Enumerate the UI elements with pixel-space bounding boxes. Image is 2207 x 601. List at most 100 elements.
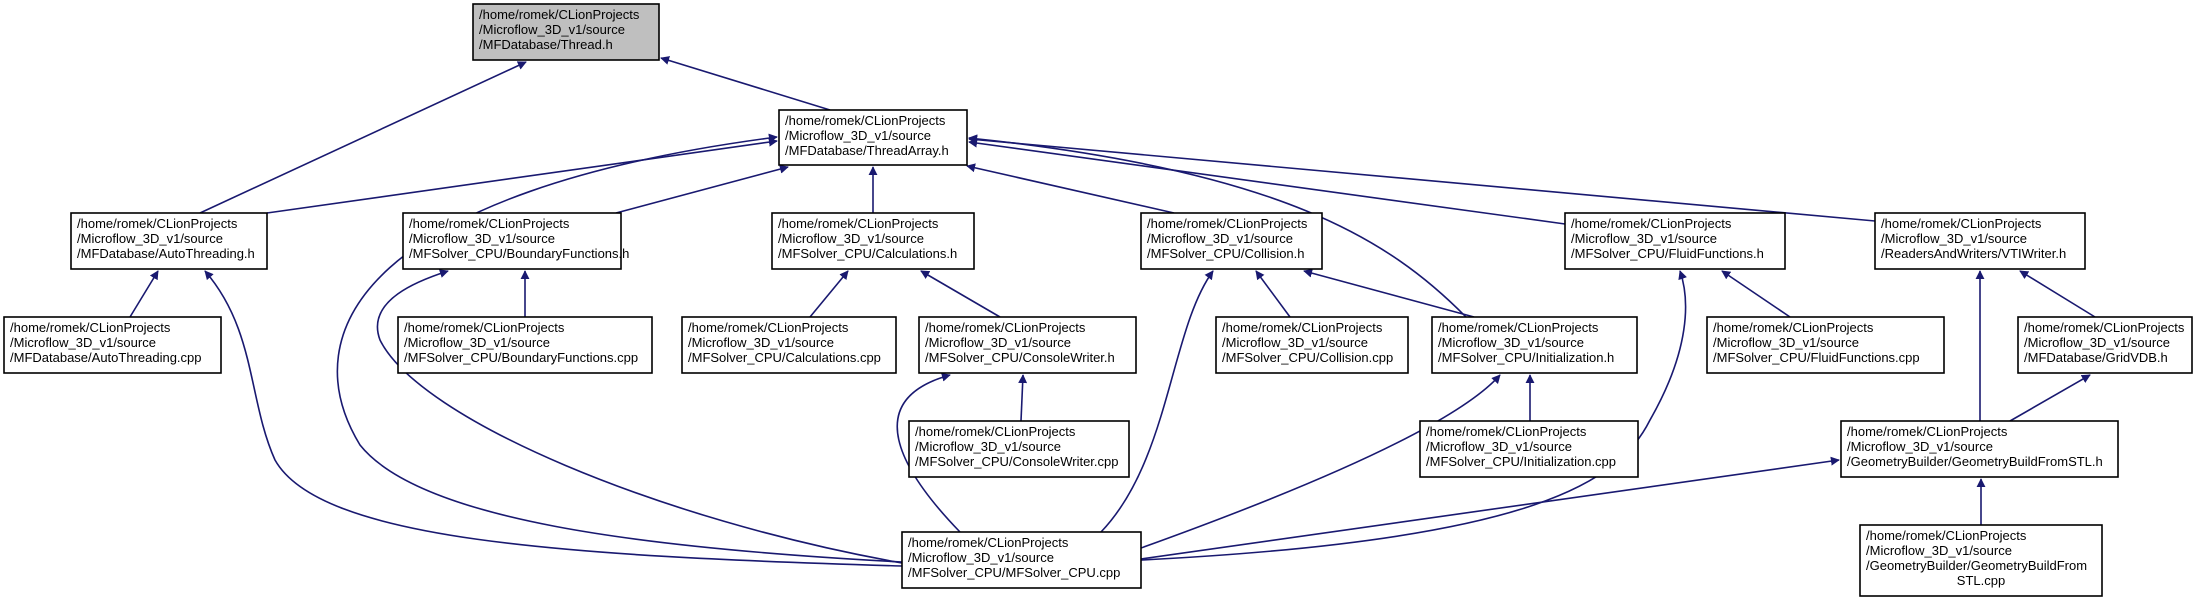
node-label-line: /Microflow_3D_v1/source xyxy=(1426,439,1572,454)
node-label-line: /home/romek/CLionProjects xyxy=(1147,216,1308,231)
node-label-line: /Microflow_3D_v1/source xyxy=(1438,335,1584,350)
node-label-line: /home/romek/CLionProjects xyxy=(404,320,565,335)
node-gridvdb_h[interactable]: /home/romek/CLionProjects/Microflow_3D_v… xyxy=(2017,316,2193,374)
edges-layer xyxy=(129,56,2096,567)
node-vtiwriter_h[interactable]: /home/romek/CLionProjects/Microflow_3D_v… xyxy=(1874,212,2086,270)
node-label-line: /GeometryBuilder/GeometryBuildFrom xyxy=(1866,558,2087,573)
node-thread_h[interactable]: /home/romek/CLionProjects/Microflow_3D_v… xyxy=(472,3,660,61)
node-label-line: /home/romek/CLionProjects xyxy=(10,320,171,335)
node-label-line: /home/romek/CLionProjects xyxy=(479,7,640,22)
node-box xyxy=(778,109,968,166)
node-label-line: /home/romek/CLionProjects xyxy=(925,320,1086,335)
edge-fluidfunctions_h-to-threadarray_h xyxy=(968,138,1566,225)
edge-initialization_h-to-threadarray_h xyxy=(968,134,1467,318)
node-initialization_h[interactable]: /home/romek/CLionProjects/Microflow_3D_v… xyxy=(1431,316,1638,374)
node-box xyxy=(1706,316,1945,374)
node-box xyxy=(472,3,660,61)
node-label-line: /Microflow_3D_v1/source xyxy=(1847,439,1993,454)
node-calculations_h[interactable]: /home/romek/CLionProjects/Microflow_3D_v… xyxy=(771,212,975,270)
node-label-line: /MFSolver_CPU/Initialization.h xyxy=(1438,350,1614,365)
node-label-line: /Microflow_3D_v1/source xyxy=(10,335,156,350)
node-label-line: /Microflow_3D_v1/source xyxy=(1571,231,1717,246)
edge-initialization_h-to-collision_h xyxy=(1303,268,1475,318)
node-label-line: /home/romek/CLionProjects xyxy=(1881,216,2042,231)
node-box xyxy=(70,212,268,270)
node-label-line: /Microflow_3D_v1/source xyxy=(908,550,1054,565)
node-autothreading_cpp[interactable]: /home/romek/CLionProjects/Microflow_3D_v… xyxy=(3,316,222,374)
node-box xyxy=(1140,212,1323,270)
node-autothreading_h[interactable]: /home/romek/CLionProjects/Microflow_3D_v… xyxy=(70,212,268,270)
node-label-line: /home/romek/CLionProjects xyxy=(915,424,1076,439)
node-label-line: /Microflow_3D_v1/source xyxy=(688,335,834,350)
node-label-line: /Microflow_3D_v1/source xyxy=(1866,543,2012,558)
node-mfsolver_cpu_cpp[interactable]: /home/romek/CLionProjects/Microflow_3D_v… xyxy=(901,531,1142,589)
node-label-line: /Microflow_3D_v1/source xyxy=(1713,335,1859,350)
node-calculations_cpp[interactable]: /home/romek/CLionProjects/Microflow_3D_v… xyxy=(681,316,897,374)
node-box xyxy=(397,316,653,374)
node-label-line: /Microflow_3D_v1/source xyxy=(1222,335,1368,350)
node-box xyxy=(1431,316,1638,374)
node-label-line: /MFSolver_CPU/Collision.cpp xyxy=(1222,350,1393,365)
node-label-line: /home/romek/CLionProjects xyxy=(778,216,939,231)
node-label-line: /MFSolver_CPU/MFSolver_CPU.cpp xyxy=(908,565,1120,580)
node-label-line: /MFSolver_CPU/BoundaryFunctions.h xyxy=(409,246,629,261)
node-label-line: /MFDatabase/AutoThreading.h xyxy=(77,246,255,261)
node-label-line: /home/romek/CLionProjects xyxy=(1847,424,2008,439)
node-label-line: /home/romek/CLionProjects xyxy=(1438,320,1599,335)
node-box xyxy=(1874,212,2086,270)
edge-calculations_cpp-to-calculations_h xyxy=(809,270,849,318)
node-label-line: /Microflow_3D_v1/source xyxy=(404,335,550,350)
edge-consolewriter_cpp-to-consolewriter_h xyxy=(1018,374,1028,422)
node-label-line: /MFSolver_CPU/FluidFunctions.h xyxy=(1571,246,1764,261)
node-boundaryfunctions_h[interactable]: /home/romek/CLionProjects/Microflow_3D_v… xyxy=(402,212,629,270)
node-label-line: /Microflow_3D_v1/source xyxy=(479,22,625,37)
edge-mfsolver_cpu_cpp-to-initialization_h xyxy=(1140,374,1501,549)
node-label-line: /MFSolver_CPU/ConsoleWriter.h xyxy=(925,350,1115,365)
node-box xyxy=(1564,212,1786,270)
node-label-line: /MFSolver_CPU/FluidFunctions.cpp xyxy=(1713,350,1920,365)
edge-mfsolver_cpu_cpp-to-collision_h xyxy=(1100,270,1214,533)
node-label-line: /home/romek/CLionProjects xyxy=(1571,216,1732,231)
node-label-line: /Microflow_3D_v1/source xyxy=(77,231,223,246)
edge-geometrybuildfromstl_h-to-gridvdb_h xyxy=(2009,374,2091,422)
node-box xyxy=(1859,524,2103,597)
node-threadarray_h[interactable]: /home/romek/CLionProjects/Microflow_3D_v… xyxy=(778,109,968,166)
node-collision_h[interactable]: /home/romek/CLionProjects/Microflow_3D_v… xyxy=(1140,212,1323,270)
node-label-line: /Microflow_3D_v1/source xyxy=(2024,335,2170,350)
node-box xyxy=(2017,316,2193,374)
node-boundaryfunctions_cpp[interactable]: /home/romek/CLionProjects/Microflow_3D_v… xyxy=(397,316,653,374)
node-label-line: /MFDatabase/GridVDB.h xyxy=(2024,350,2168,365)
node-fluidfunctions_h[interactable]: /home/romek/CLionProjects/Microflow_3D_v… xyxy=(1564,212,1786,270)
node-label-line: /home/romek/CLionProjects xyxy=(1866,528,2027,543)
node-label-line: /MFSolver_CPU/BoundaryFunctions.cpp xyxy=(404,350,638,365)
node-label-line: /home/romek/CLionProjects xyxy=(1713,320,1874,335)
node-box xyxy=(3,316,222,374)
node-box xyxy=(771,212,975,270)
edge-consolewriter_h-to-calculations_h xyxy=(920,270,1001,318)
node-label-line: /home/romek/CLionProjects xyxy=(77,216,238,231)
node-box xyxy=(901,531,1142,589)
node-fluidfunctions_cpp[interactable]: /home/romek/CLionProjects/Microflow_3D_v… xyxy=(1706,316,1945,374)
edge-gridvdb_h-to-vtiwriter_h xyxy=(2019,270,2096,318)
node-label-line: /MFDatabase/ThreadArray.h xyxy=(785,143,949,158)
node-label-line: /Microflow_3D_v1/source xyxy=(1147,231,1293,246)
node-label-line: /home/romek/CLionProjects xyxy=(785,113,946,128)
node-label-line: /home/romek/CLionProjects xyxy=(1222,320,1383,335)
node-geometrybuildfromstl_cpp[interactable]: /home/romek/CLionProjects/Microflow_3D_v… xyxy=(1859,524,2103,597)
node-initialization_cpp[interactable]: /home/romek/CLionProjects/Microflow_3D_v… xyxy=(1419,420,1639,478)
edge-vtiwriter_h-to-threadarray_h xyxy=(968,135,1876,222)
node-label-line: /home/romek/CLionProjects xyxy=(1426,424,1587,439)
node-collision_cpp[interactable]: /home/romek/CLionProjects/Microflow_3D_v… xyxy=(1215,316,1409,374)
node-consolewriter_cpp[interactable]: /home/romek/CLionProjects/Microflow_3D_v… xyxy=(908,420,1130,478)
edge-mfsolver_cpu_cpp-to-consolewriter_h xyxy=(896,372,961,533)
edge-boundaryfunctions_h-to-threadarray_h xyxy=(615,164,789,214)
node-geometrybuildfromstl_h[interactable]: /home/romek/CLionProjects/Microflow_3D_v… xyxy=(1840,420,2119,478)
node-consolewriter_h[interactable]: /home/romek/CLionProjects/Microflow_3D_v… xyxy=(918,316,1137,374)
node-label-line: /home/romek/CLionProjects xyxy=(688,320,849,335)
edge-autothreading_cpp-to-autothreading_h xyxy=(129,270,159,318)
edge-mfsolver_cpu_cpp-to-geometrybuildfromstl_h xyxy=(1140,456,1840,560)
node-label-line: /home/romek/CLionProjects xyxy=(908,535,1069,550)
node-box xyxy=(1215,316,1409,374)
edge-autothreading_h-to-threadarray_h xyxy=(266,137,778,214)
node-box xyxy=(908,420,1130,478)
